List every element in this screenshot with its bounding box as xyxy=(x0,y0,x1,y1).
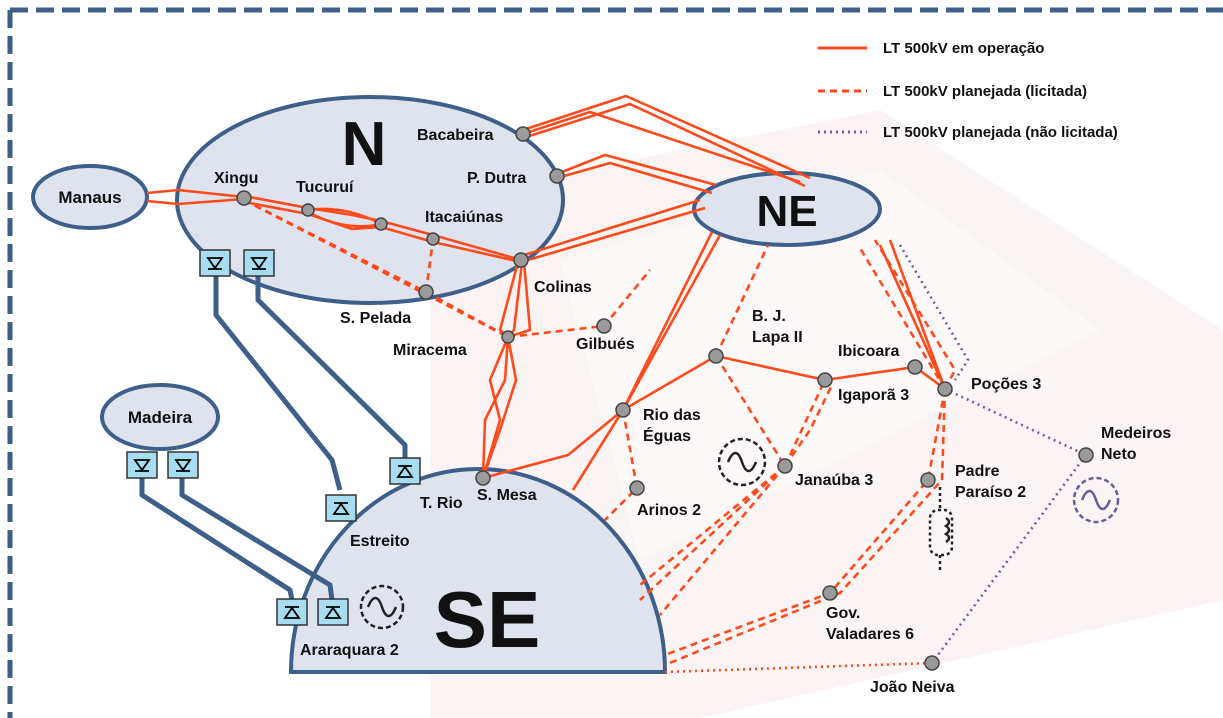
label-medeiros-neto-2: Neto xyxy=(1101,446,1137,463)
label-gilbues: Gilbués xyxy=(576,336,635,353)
node-gov-valadares xyxy=(822,585,838,601)
node-medeiros-neto xyxy=(1078,447,1094,463)
generators xyxy=(359,437,1120,630)
transformer-icon xyxy=(928,487,954,572)
label-tucurui: Tucuruí xyxy=(296,179,354,196)
converter-inverter-icon xyxy=(126,451,158,479)
hvdc-xingu-trio xyxy=(255,275,408,460)
label-janauba: Janaúba 3 xyxy=(795,472,873,489)
node-miracema xyxy=(501,330,515,344)
legend-label-operating: LT 500kV em operação xyxy=(883,40,1044,57)
region-northeast xyxy=(692,171,882,247)
node-padre-paraiso xyxy=(920,472,936,488)
region-label-northeast: NE xyxy=(756,187,817,236)
substation-labels: Xingu Tucuruí Itacaiúnas Bacabeira P. Du… xyxy=(214,127,1171,696)
converter-inverter-icon xyxy=(199,249,231,277)
label-rio-das-eguas-1: Rio das xyxy=(643,407,701,424)
region-madeira xyxy=(100,383,220,451)
label-arinos: Arinos 2 xyxy=(637,502,701,519)
legend: LT 500kV em operação LT 500kV planejada … xyxy=(818,40,1118,141)
region-label-madeira: Madeira xyxy=(128,408,193,427)
generator-icon xyxy=(359,584,405,630)
legend-label-planned-not-bid: LT 500kV planejada (não licitada) xyxy=(883,124,1118,141)
hvdc-xingu-estreito xyxy=(213,275,343,491)
region-label-north: N xyxy=(342,110,387,179)
hvdc-madeira-1 xyxy=(139,478,295,601)
node-gilbues xyxy=(596,318,612,334)
converters xyxy=(126,249,421,626)
label-s-mesa: S. Mesa xyxy=(477,487,537,504)
node-rio-das-eguas xyxy=(615,402,631,418)
label-xingu: Xingu xyxy=(214,170,258,187)
label-colinas: Colinas xyxy=(534,279,592,296)
node-bacabeira xyxy=(515,126,531,142)
region-label-manaus: Manaus xyxy=(58,188,121,207)
node-s-mesa xyxy=(475,470,491,486)
label-padre-paraiso-1: Padre xyxy=(955,463,1000,480)
region-label-southeast: SE xyxy=(434,575,541,664)
converter-inverter-icon xyxy=(243,249,275,277)
node-arinos xyxy=(629,480,645,496)
label-estreito: Estreito xyxy=(350,533,410,550)
label-igapora: Igaporã 3 xyxy=(838,387,909,404)
planned-not-bid-lines xyxy=(898,244,1088,664)
node-itacaiunas xyxy=(426,232,440,246)
converter-rectifier-icon xyxy=(317,598,349,626)
converter-rectifier-icon xyxy=(325,494,357,522)
legend-label-planned-bid: LT 500kV planejada (licitada) xyxy=(883,83,1087,100)
label-bacabeira: Bacabeira xyxy=(417,127,494,144)
label-miracema: Miracema xyxy=(393,342,467,359)
converter-rectifier-icon xyxy=(389,457,421,485)
converter-inverter-icon xyxy=(167,451,199,479)
node-joao-neiva xyxy=(924,655,940,671)
label-araraquara: Araraquara 2 xyxy=(300,642,399,659)
label-t-rio: T. Rio xyxy=(420,495,463,512)
node-bj-lapa xyxy=(708,348,724,364)
generator-icon xyxy=(1072,476,1120,524)
converter-rectifier-icon xyxy=(276,598,308,626)
label-s-pelada: S. Pelada xyxy=(340,310,411,327)
node-pocoes xyxy=(937,381,953,397)
label-medeiros-neto-1: Medeiros xyxy=(1101,425,1171,442)
generator-icon xyxy=(717,437,767,487)
node-igapora xyxy=(817,372,833,388)
node-janauba xyxy=(777,458,793,474)
node-s-pelada xyxy=(418,284,434,300)
node-ibicoara xyxy=(907,359,923,375)
label-p-dutra: P. Dutra xyxy=(467,170,526,187)
node-p-dutra xyxy=(549,168,565,184)
node-tucurui xyxy=(301,203,315,217)
label-padre-paraiso-2: Paraíso 2 xyxy=(955,484,1026,501)
label-itacaiunas: Itacaiúnas xyxy=(425,209,503,226)
hvdc-madeira-2 xyxy=(179,478,335,601)
label-ibicoara: Ibicoara xyxy=(838,343,899,360)
planned-joao-neiva-se xyxy=(664,661,933,674)
node-colinas xyxy=(513,252,529,268)
node-tucurui-2 xyxy=(374,217,388,231)
label-gov-valadares-1: Gov. xyxy=(826,605,860,622)
label-gov-valadares-2: Valadares 6 xyxy=(826,626,914,643)
hvdc-lines xyxy=(139,275,408,601)
substation-nodes xyxy=(236,126,1094,671)
label-pocoes: Poções 3 xyxy=(971,376,1041,393)
label-bj-lapa-2: Lapa II xyxy=(752,329,803,346)
label-bj-lapa-1: B. J. xyxy=(752,308,786,325)
planned-bid-lines xyxy=(243,198,957,667)
label-joao-neiva: João Neiva xyxy=(870,679,955,696)
label-rio-das-eguas-2: Éguas xyxy=(643,426,691,445)
node-xingu xyxy=(236,190,252,206)
region-manaus xyxy=(31,164,149,230)
